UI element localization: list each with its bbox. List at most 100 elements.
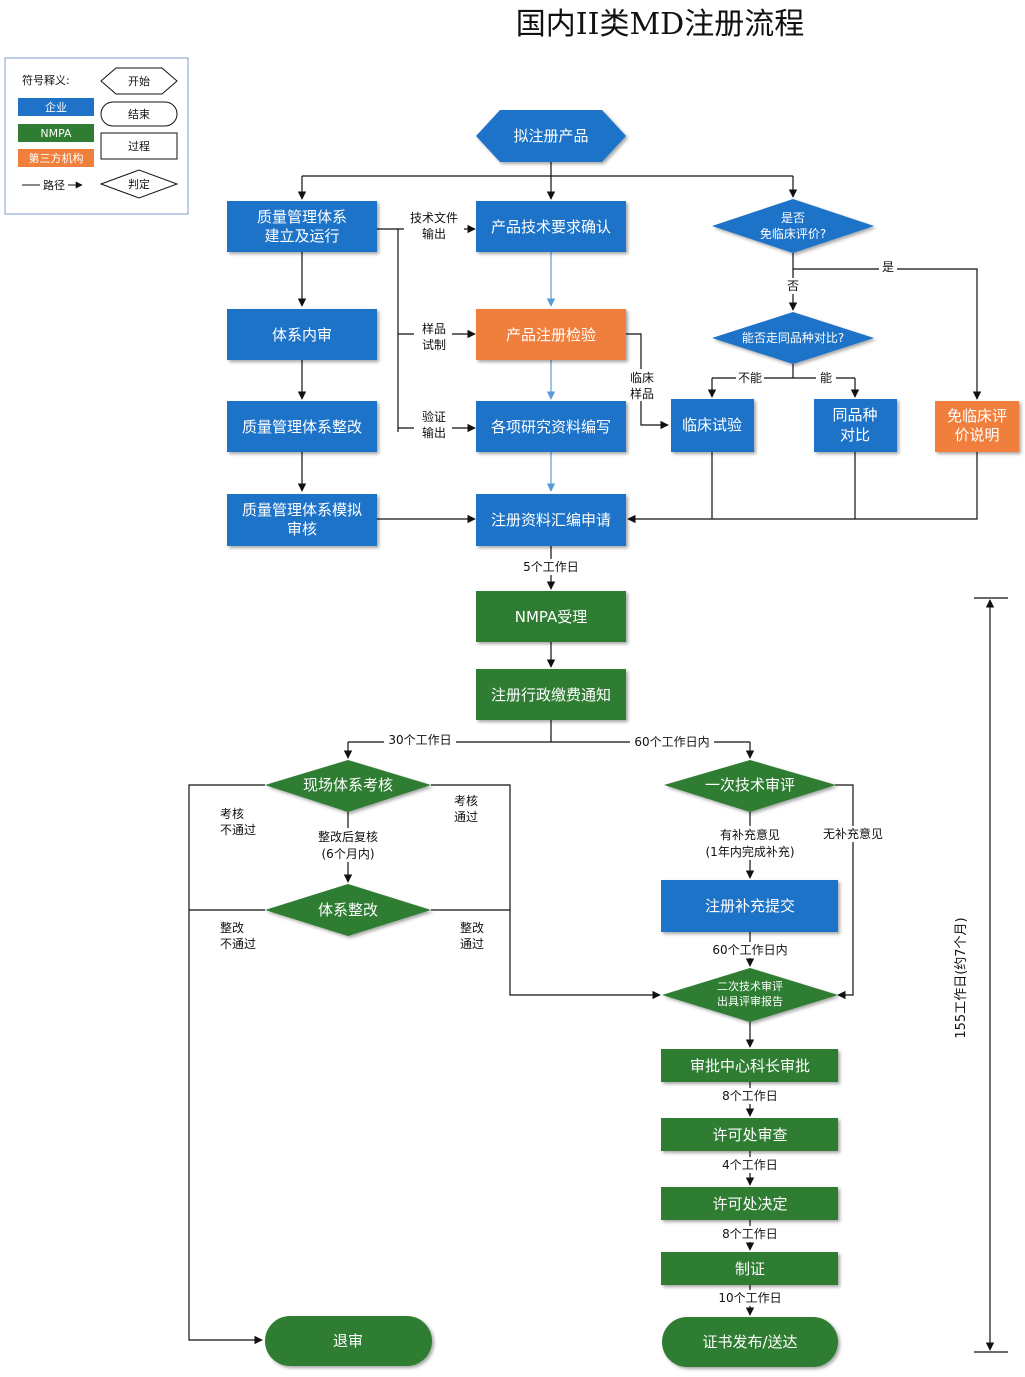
node-qms-rectify-label: 质量管理体系整改 — [242, 418, 362, 436]
page-title: 国内II类MD注册流程 — [515, 7, 805, 42]
label-bg-d8a — [717, 1088, 783, 1104]
label-rectify-fail-line1: 整改 — [220, 920, 244, 935]
edge-labels: 技术文件 输出 样品 试制 验证 输出 临床 样品 是 否 不能 能 5个工作日… — [220, 209, 969, 1306]
node-supplement-label: 注册补充提交 — [705, 897, 795, 915]
label-rectify-recheck-line2: (6个月内) — [322, 847, 375, 861]
legend-end-shape — [100, 101, 178, 127]
node-type-test[interactable] — [476, 309, 626, 360]
node-clinical-exempt-decision[interactable] — [712, 199, 874, 253]
label-no: 否 — [787, 279, 799, 293]
node-submit-label: 注册资料汇编申请 — [491, 511, 611, 529]
node-tech-req[interactable] — [476, 201, 626, 252]
label-rectify-fail-line2: 不通过 — [220, 937, 256, 951]
node-same-type-compare-line2: 对比 — [840, 426, 870, 444]
edge-onsite-pass — [431, 784, 661, 1000]
node-issue[interactable] — [662, 1317, 838, 1367]
node-same-type-compare[interactable] — [814, 399, 897, 452]
node-reject[interactable] — [265, 1316, 432, 1366]
node-research-docs-label: 各项研究资料编写 — [491, 418, 611, 436]
node-license-decision-label: 许可处决定 — [712, 1195, 787, 1213]
label-sample-line1: 样品 — [422, 321, 446, 336]
label-bg-yes — [879, 259, 897, 275]
node-certificate-make[interactable] — [661, 1252, 838, 1285]
edge-right-submit — [627, 452, 978, 524]
node-qms-mock[interactable] — [227, 494, 377, 546]
node-tech-req-label: 产品技术要求确认 — [491, 218, 611, 236]
label-audit-fail-line1: 考核 — [220, 807, 244, 821]
node-qms-build[interactable] — [227, 201, 377, 252]
legend-third-party-chip — [18, 149, 94, 167]
label-bg-cannot — [736, 370, 764, 386]
label-d8b: 8个工作日 — [722, 1227, 778, 1241]
node-clinical-trial[interactable] — [671, 399, 754, 452]
label-has-comment-line2: (1年内完成补充) — [706, 844, 795, 859]
legend-decision-shape — [99, 169, 179, 199]
label-audit-fail-line2: 不通过 — [220, 823, 256, 837]
label-rectify-pass-line1: 整改 — [460, 920, 484, 935]
label-bg-recheck — [310, 828, 386, 862]
legend-start-label: 开始 — [128, 74, 150, 88]
label-bg-d8b — [717, 1226, 783, 1242]
node-start-product[interactable] — [476, 110, 626, 162]
label-yes: 是 — [882, 260, 894, 274]
label-d60-in: 60个工作日内 — [634, 735, 709, 749]
node-second-review-decision[interactable] — [662, 968, 838, 1022]
legend-enterprise-label: 企业 — [45, 100, 67, 114]
label-can: 能 — [820, 371, 832, 385]
node-reject-label: 退审 — [333, 1332, 363, 1350]
node-section-chief[interactable] — [661, 1049, 838, 1082]
label-bg-verify — [414, 408, 452, 440]
edge-qms-bus — [377, 228, 399, 432]
node-rectify-decision[interactable] — [265, 884, 431, 936]
node-onsite-audit-decision[interactable] — [265, 760, 431, 812]
node-qms-build-line2: 建立及运行 — [264, 227, 339, 245]
node-license-review[interactable] — [661, 1118, 838, 1151]
label-d60-in-2: 60个工作日内 — [712, 943, 787, 957]
node-research-docs[interactable] — [476, 401, 626, 452]
node-license-review-label: 许可处审查 — [712, 1126, 787, 1144]
label-rectify-recheck-line1: 整改后复核 — [318, 829, 378, 844]
legend-decision-label: 判定 — [128, 177, 150, 191]
node-internal-audit-label: 体系内审 — [272, 326, 332, 344]
node-exempt-note[interactable] — [935, 401, 1019, 452]
legend-nmpa-chip — [18, 124, 94, 142]
legend-third-party-label: 第三方机构 — [29, 151, 84, 165]
legend-process-shape — [100, 132, 178, 160]
node-internal-audit[interactable] — [227, 309, 377, 360]
label-rectify-pass-line2: 通过 — [460, 937, 484, 951]
node-fee-notice[interactable] — [476, 669, 626, 720]
node-qms-rectify[interactable] — [227, 401, 377, 452]
node-same-type-decision[interactable] — [712, 312, 874, 364]
node-supplement[interactable] — [661, 880, 838, 932]
node-qms-mock-line2: 审核 — [287, 520, 317, 538]
node-issue-label: 证书发布/送达 — [702, 1333, 797, 1351]
node-license-decision[interactable] — [661, 1187, 838, 1220]
node-submit[interactable] — [476, 494, 626, 546]
label-audit-pass-line2: 通过 — [454, 810, 478, 824]
legend-process-label: 过程 — [128, 140, 150, 153]
label-bg-d30 — [384, 733, 456, 749]
node-clinical-exempt-line2: 免临床评价? — [760, 226, 826, 241]
label-bg-can — [816, 370, 836, 386]
label-bg-has-comment — [694, 826, 806, 860]
label-d5: 5个工作日 — [523, 560, 579, 574]
node-clinical-trial-label: 临床试验 — [682, 416, 742, 434]
label-bg-d60-2 — [708, 942, 792, 958]
node-rectify-label: 体系整改 — [318, 901, 378, 919]
node-same-type-compare-line1: 同品种 — [832, 406, 877, 424]
label-bg-clinical-sample — [624, 369, 660, 401]
label-bg-sample — [414, 320, 452, 352]
label-bg-no — [784, 278, 802, 294]
edge-exempt-yes — [793, 268, 982, 400]
edge-onsite-fail — [188, 784, 265, 1345]
label-d10: 10个工作日 — [718, 1291, 781, 1305]
label-clinical-sample-line1: 临床 — [630, 371, 654, 385]
label-bg-d4 — [717, 1157, 783, 1173]
legend-heading: 符号释义: — [22, 74, 70, 87]
edge-first-nocomment — [835, 784, 854, 1000]
legend-nmpa-label: NMPA — [40, 127, 72, 140]
node-nmpa-accept[interactable] — [476, 591, 626, 642]
node-fee-notice-label: 注册行政缴费通知 — [491, 686, 611, 704]
node-first-review-decision[interactable] — [664, 760, 836, 812]
legend-end-label: 结束 — [128, 108, 150, 121]
